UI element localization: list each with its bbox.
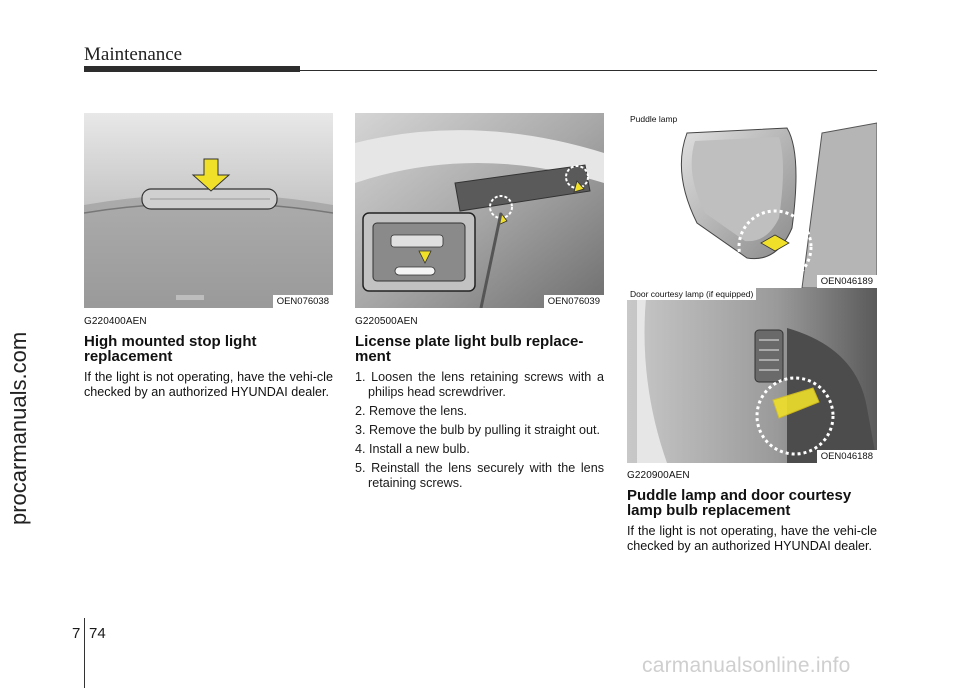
figure-code: OEN046188 xyxy=(816,450,877,463)
section-heading: High mounted stop light replacement xyxy=(84,333,257,365)
header-rule xyxy=(300,70,877,71)
figure-code: OEN076038 xyxy=(272,295,333,308)
section-puddle-lamp: G220900AEN Puddle lamp and door courtesy… xyxy=(627,470,877,554)
footer-divider xyxy=(84,618,85,688)
section-title: Maintenance xyxy=(84,44,183,65)
figure-code: OEN046189 xyxy=(816,275,877,288)
header-bar xyxy=(84,66,300,72)
figure-puddle-lamp: Puddle lamp OEN046189 xyxy=(627,113,877,288)
section-license-plate-light: G220500AEN License plate light bulb repl… xyxy=(355,316,604,495)
step-item: 1. Loosen the lens retaining screws with… xyxy=(355,370,604,399)
step-item: 4. Install a new bulb. xyxy=(355,442,470,456)
stop-light-illustration xyxy=(84,113,333,308)
section-stop-light: G220400AEN High mounted stop light repla… xyxy=(84,316,333,400)
figure-code: OEN076039 xyxy=(543,295,604,308)
step-item: 3. Remove the bulb by pulling it straigh… xyxy=(355,423,601,437)
section-heading: Puddle lamp and door courtesy lamp bulb … xyxy=(627,487,852,519)
chapter-number: 7 xyxy=(72,625,81,642)
section-code: G220500AEN xyxy=(355,316,418,327)
side-watermark: procarmanuals.com xyxy=(6,331,31,525)
figure-license-plate-light: OEN076039 xyxy=(355,113,604,308)
section-code: G220900AEN xyxy=(627,470,690,481)
figure-caption: Puddle lamp xyxy=(627,113,681,125)
section-body: If the light is not operating, have the … xyxy=(84,370,333,399)
license-plate-light-illustration xyxy=(355,113,604,308)
section-code: G220400AEN xyxy=(84,316,147,327)
step-item: 5. Reinstall the lens securely with the … xyxy=(355,461,604,490)
figure-caption: Door courtesy lamp (if equipped) xyxy=(627,288,757,300)
figure-stop-light: OEN076038 xyxy=(84,113,333,308)
step-item: 2. Remove the lens. xyxy=(355,404,468,418)
page-number: 74 xyxy=(89,625,106,642)
section-heading: License plate light bulb replace-ment xyxy=(355,333,584,365)
section-body: If the light is not operating, have the … xyxy=(627,524,877,553)
figure-door-courtesy-lamp: Door courtesy lamp (if equipped) OEN0461… xyxy=(627,288,877,463)
steps-list: 1. Loosen the lens retaining screws with… xyxy=(355,370,604,491)
footer-watermark: carmanualsonline.info xyxy=(642,654,851,677)
puddle-lamp-illustration xyxy=(627,113,877,288)
door-courtesy-lamp-illustration xyxy=(627,288,877,463)
